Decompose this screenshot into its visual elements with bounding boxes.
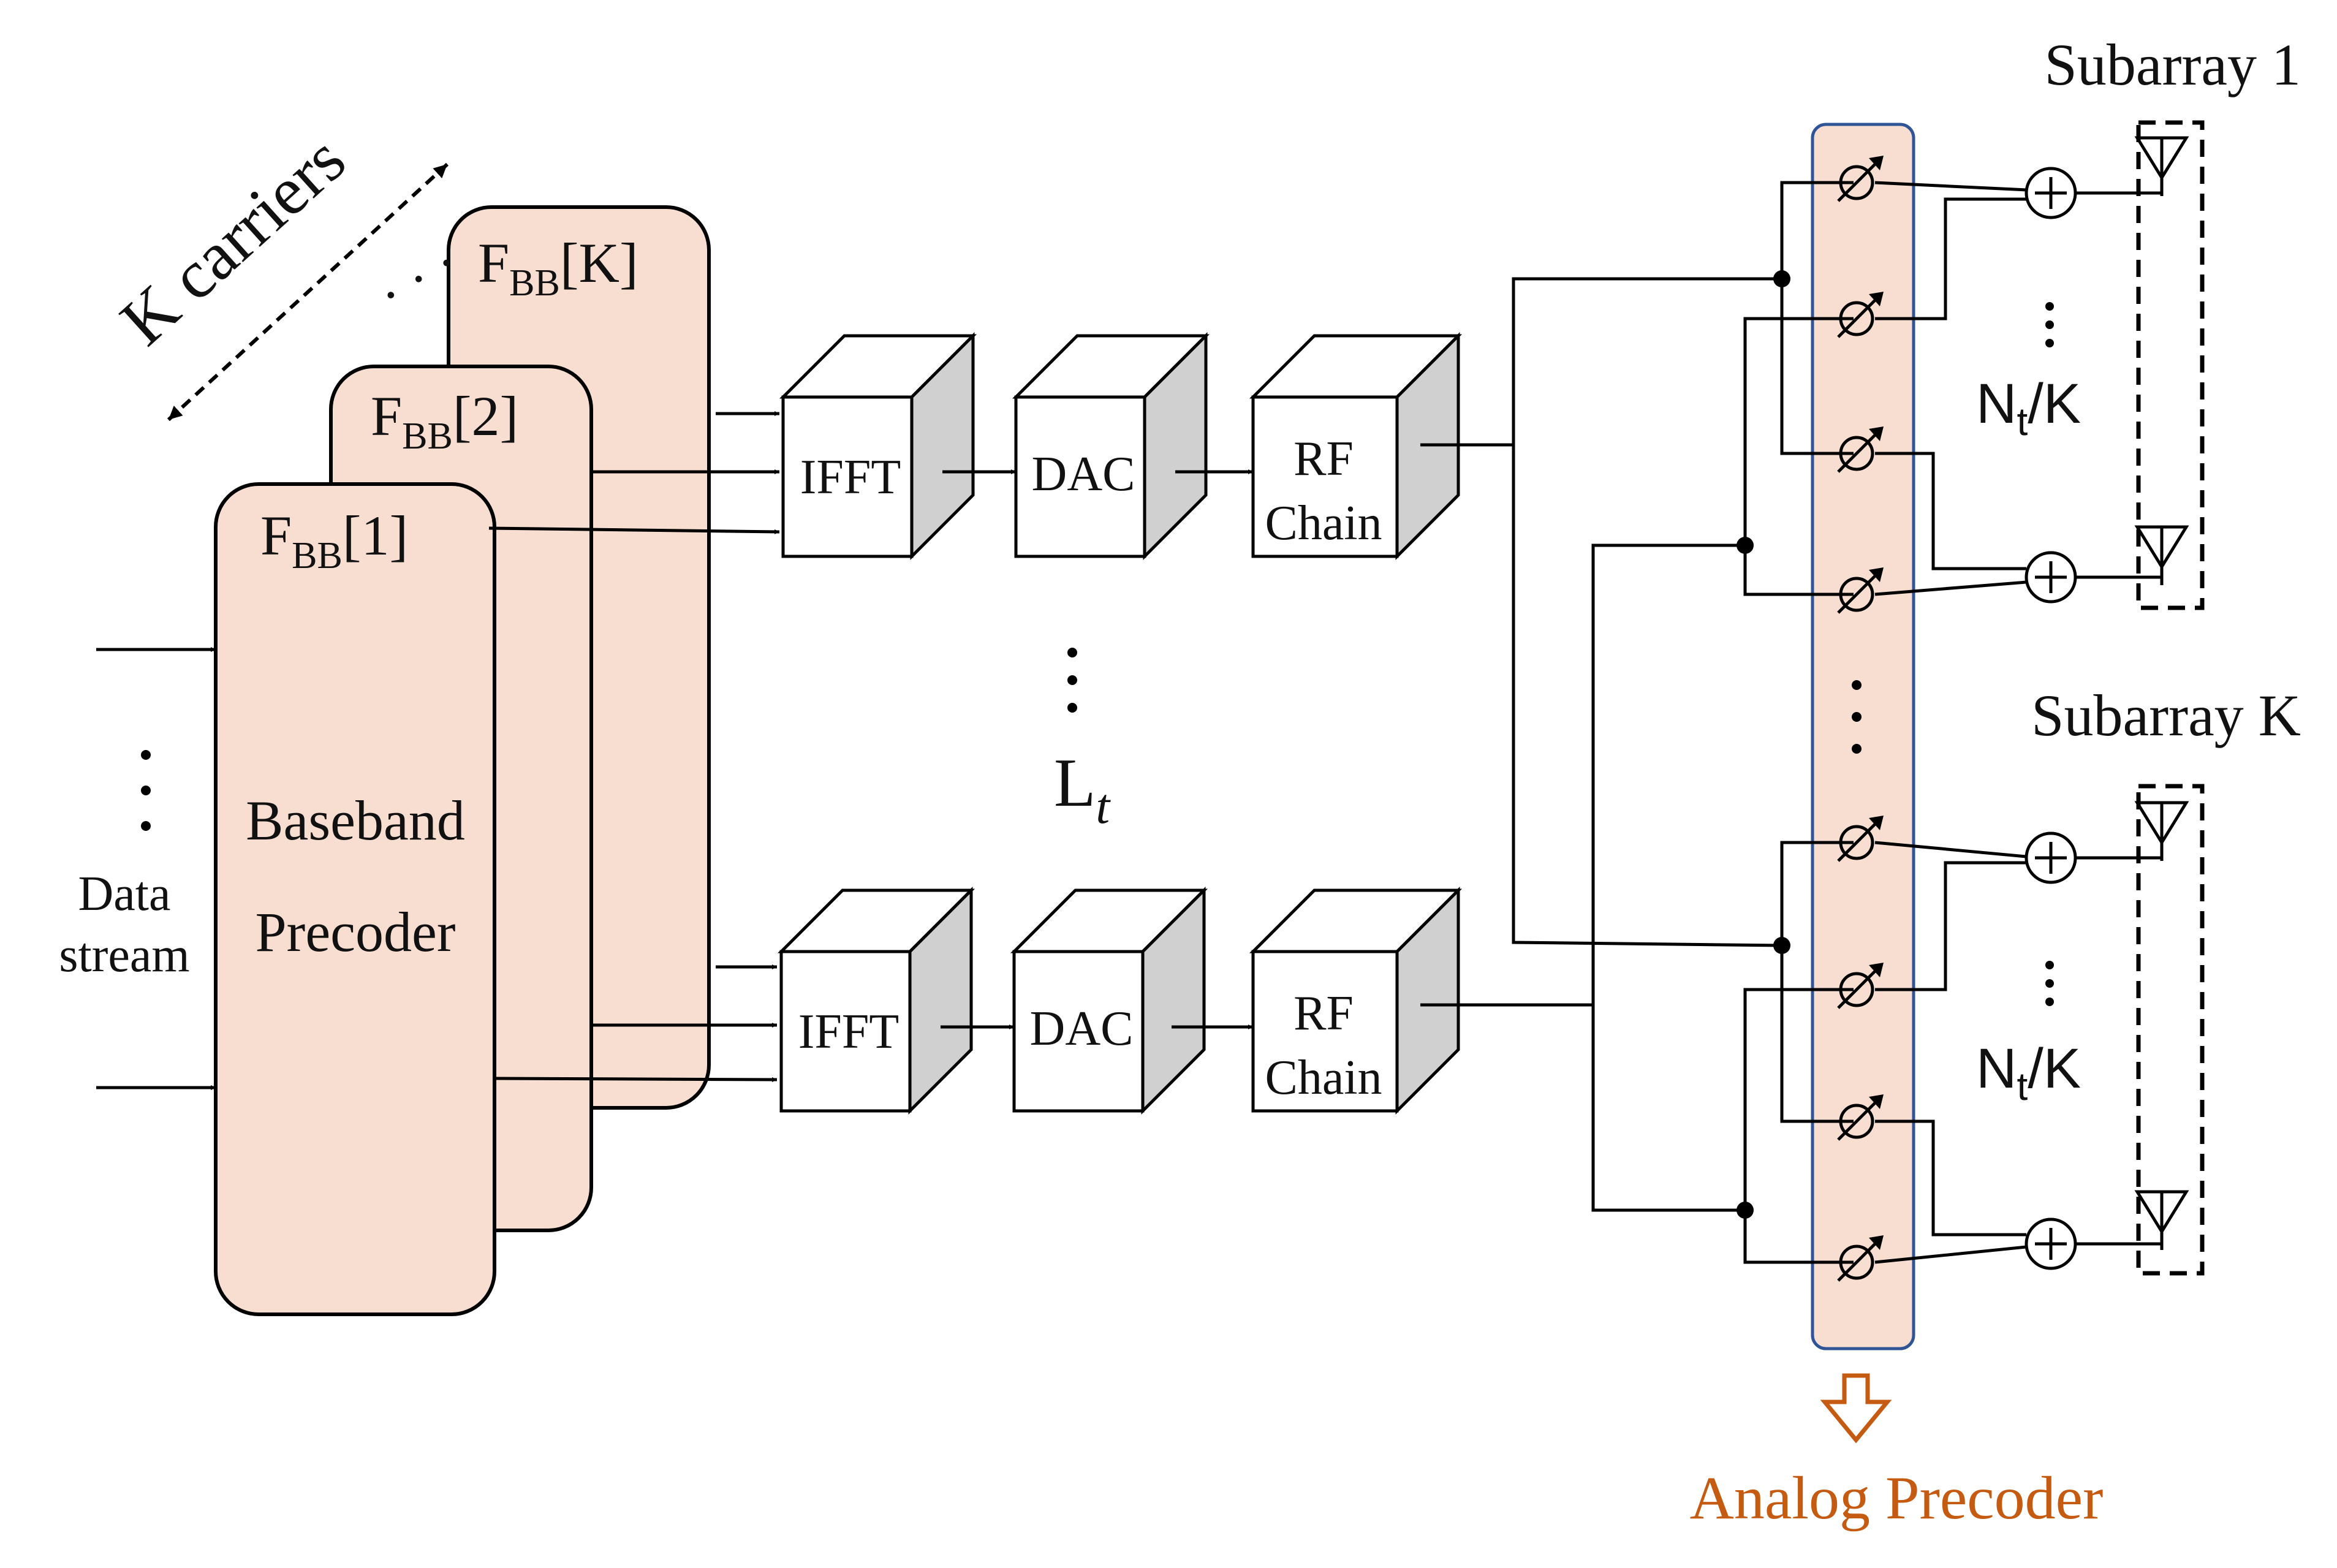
bus-rf2-sub1	[1743, 317, 1854, 596]
subarray-k-label: Subarray K	[2031, 683, 2301, 748]
baseband-block-1	[214, 482, 496, 1316]
rf-label-top-1: RF	[1293, 432, 1354, 486]
analog-precoder-down-arrow-icon	[1820, 1373, 1892, 1444]
rf-label-top-2: Chain	[1265, 496, 1382, 550]
subarray-1-label: Subarray 1	[2044, 32, 2301, 97]
dac-label-top: DAC	[1032, 447, 1135, 501]
nt-k-label-k: Nt/K	[1976, 1037, 2081, 1108]
rf-top-output-wire	[1420, 277, 1782, 447]
adder-icon-2	[2026, 553, 2075, 602]
rf-label-bottom-2: Chain	[1265, 1051, 1382, 1105]
bus-rf2-subk	[1743, 988, 1854, 1264]
dac-label-bottom: DAC	[1030, 1002, 1134, 1056]
analog-precoder-label: Analog Precoder	[1690, 1464, 2104, 1532]
ps6-to-adder3	[1875, 861, 2026, 991]
bb-to-ifft-bottom-3	[494, 1077, 778, 1082]
ps5-to-adder3	[1874, 841, 2027, 858]
ifft-label-bottom: IFFT	[798, 1005, 900, 1059]
ps3-to-adder2	[1875, 452, 2026, 570]
ps8-to-adder4	[1874, 1245, 2027, 1264]
subarray-k-box	[2136, 784, 2205, 1276]
subarray-1-box	[2136, 120, 2205, 610]
chain-ellipsis	[1067, 648, 1077, 713]
k-carriers-label: K carriers	[107, 121, 360, 360]
analog-precoder-box	[1811, 123, 1915, 1350]
ps1-to-adder1	[1874, 181, 2027, 192]
data-stream-line1: Data	[78, 867, 170, 921]
rf-label-bottom-1: RF	[1293, 987, 1354, 1040]
antenna-icon-1	[2137, 138, 2186, 196]
ifft-label-top: IFFT	[800, 450, 901, 504]
ifft-cube-bottom	[777, 886, 975, 1115]
nt-k-label-1: Nt/K	[1976, 373, 2081, 444]
rf-top-to-subarray-k-wire	[1512, 445, 1782, 947]
fbb-1-label: FBB[1]	[260, 504, 408, 577]
adder-icon-1	[2026, 169, 2075, 218]
data-stream-line2: stream	[59, 928, 189, 982]
antenna-icon-3	[2137, 803, 2186, 861]
ifft-cube-top	[779, 331, 977, 561]
adder-icon-3	[2026, 833, 2075, 882]
rf-chain-cube-bottom	[1249, 886, 1463, 1115]
rf-bottom-to-subarray-k-wire	[1591, 1005, 1745, 1212]
k-carriers-arrow	[167, 162, 449, 422]
ps7-to-adder4	[1875, 1119, 2026, 1237]
antenna-icon-4	[2137, 1192, 2186, 1250]
dac-cube-bottom	[1010, 886, 1208, 1115]
ps4-to-adder2	[1874, 580, 2027, 596]
adder-icon-4	[2026, 1219, 2075, 1268]
subarray-k-ellipsis	[2045, 961, 2054, 1006]
bb-to-ifft-top-3	[488, 526, 780, 534]
rf-bottom-output-wire	[1420, 543, 1745, 1007]
fbb-k-label: FBB[K]	[478, 232, 638, 304]
dac-cube-top	[1012, 331, 1210, 561]
baseband-text-line2: Precoder	[256, 901, 456, 963]
lt-label: Lt	[1054, 745, 1111, 834]
phase-shifter-ellipsis	[1852, 680, 1862, 754]
bus-rf1-subk	[1780, 841, 1854, 1123]
data-stream-ellipsis	[141, 750, 151, 831]
baseband-text-line1: Baseband	[246, 789, 465, 852]
subarray-1-ellipsis	[2045, 302, 2054, 347]
junction-dots	[1737, 270, 1790, 1219]
ps2-to-adder1	[1875, 197, 2026, 320]
